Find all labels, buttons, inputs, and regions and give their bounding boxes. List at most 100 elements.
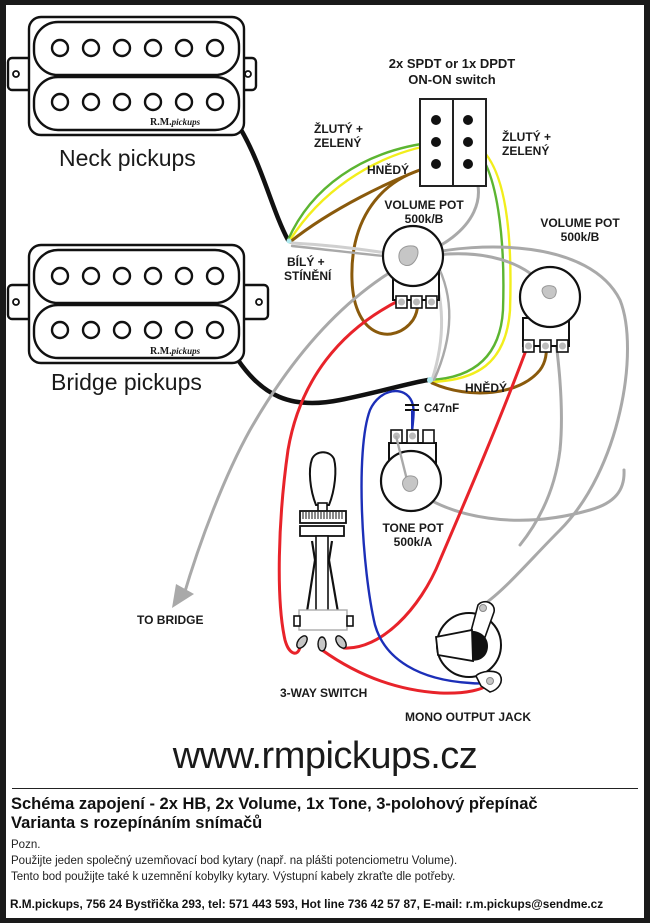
to-bridge-arrowhead [172,584,194,608]
bridge-pickup-cable [235,357,431,406]
neck-screw-hole-right [244,70,252,78]
website-url[interactable]: www.rmpickups.cz [172,735,478,777]
bridge-screw-hole-right [255,298,263,306]
volume-pot-2-label-2: 500k/B [561,230,600,244]
schematic-subtitle: Varianta s rozepínáním snímačů [11,814,263,832]
pole-piece [143,92,163,112]
three-way-toggle-switch [293,451,354,652]
neck-pickup-cable [237,125,291,243]
white-shield-label-2: STÍNĚNÍ [284,268,332,283]
mini-switch-lug [463,137,473,147]
neck-brand-label: R.M.pickups [150,117,201,128]
neck-pickups-label: Neck pickups [59,145,196,171]
volume-pot-2-label-1: VOLUME POT [540,216,620,230]
bridge-brown-wire [430,343,548,395]
volume-pot-1-label-1: VOLUME POT [384,198,464,212]
toggle-lug-left [296,635,308,649]
pole-piece [205,38,225,58]
pole-piece [174,38,194,58]
tone-pot-lug-3 [422,429,435,444]
toggle-lug-right [335,635,347,649]
tone-pot-solder-blob [402,475,419,492]
mini-switch-title-line1: 2x SPDT or 1x DPDT [389,56,515,71]
pole-piece [81,92,101,112]
output-jack-label: MONO OUTPUT JACK [405,710,531,724]
volume-pot-2-lug-pad [542,342,549,350]
brown-label-upper: HNĚDÝ [367,162,409,177]
toggle-lug-center [317,636,327,652]
bridge-junction [427,377,433,383]
left-yellow-green-label-1: ŽLUTÝ + [314,121,363,136]
neck-humbucker: R.M.pickups [6,15,258,137]
volume-pot-2-lug-pad [525,342,532,350]
ground-loop-wire [416,245,629,607]
tone-pot-label-2: 500k/A [394,535,433,549]
volume-pot-1 [381,224,445,309]
pole-piece [50,92,70,112]
toggle-contact-right [327,540,341,619]
pole-piece [50,38,70,58]
mini-switch [419,98,487,187]
volume-pot-2 [518,265,582,353]
volume-pot-1-label-2: 500k/B [405,212,444,226]
pole-piece [50,266,70,286]
bridge-green-wire [428,141,505,382]
toggle-tip [308,451,337,506]
neck-yellow-wire [288,142,438,242]
schematic-title: Schéma zapojení - 2x HB, 2x Volume, 1x T… [11,795,538,813]
jack-sleeve-lug [486,677,494,685]
tone-ground-wire [406,468,626,522]
three-way-switch-label: 3-WAY SWITCH [280,686,367,700]
pole-piece [174,266,194,286]
tone-pot-label-1: TONE POT [382,521,444,535]
footer-divider [12,788,638,789]
bridge-gray-wire [432,260,451,382]
pole-piece [143,38,163,58]
pole-piece [143,266,163,286]
toggle-contact-left [304,540,317,619]
pole-piece [174,92,194,112]
tone-pot-lug-pad [409,432,416,440]
pole-piece [143,320,163,340]
to-bridge-label: TO BRIDGE [137,613,203,627]
mini-switch-lug [431,159,441,169]
note-line: Použijte jeden společný uzemňovací bod k… [11,855,458,867]
tone-pot-wiper-wire [394,435,410,485]
volume-pot-1-lug-pad [428,298,435,306]
pole-piece [205,92,225,112]
pole-piece [81,38,101,58]
pole-piece [112,320,132,340]
to-bridge-wire [181,262,406,600]
white-shield-label-1: BÍLÝ + [287,254,325,269]
neck-coil-top [32,20,241,77]
pole-piece [205,320,225,340]
bridge-screw-hole-left [12,298,20,306]
switch-output-red-wire [320,648,493,695]
bridge-brand-label: R.M.pickups [150,346,201,357]
toggle-tab-right [346,615,354,627]
tone-blue-wire [360,389,492,685]
pole-piece [50,320,70,340]
bridge-yellow-wire [430,139,512,384]
neck-screw-hole-left [12,70,20,78]
bridge-coil-top [32,248,241,305]
volume-pot-1-solder-blob [398,245,419,266]
pole-piece [174,320,194,340]
volume-pot-1-lug-pad [398,298,405,306]
mini-switch-lug [431,137,441,147]
vol1-red-wire [277,298,402,655]
volume-pot-2-solder-blob [541,285,557,300]
volume-pot-2-lug-pad [559,342,566,350]
neck-green-wire [286,140,438,242]
wires [172,125,629,695]
bridge-coil-bottom [32,303,241,360]
brown-loop-wire [350,168,422,336]
pole-piece [112,38,132,58]
mini-switch-title-line2: ON-ON switch [408,72,495,87]
right-yellow-green-label-2: ZELENÝ [502,143,549,158]
bridge-pickups-label: Bridge pickups [51,369,202,395]
pole-piece [81,320,101,340]
pole-piece [112,92,132,112]
capacitor-label: C47nF [424,403,459,415]
